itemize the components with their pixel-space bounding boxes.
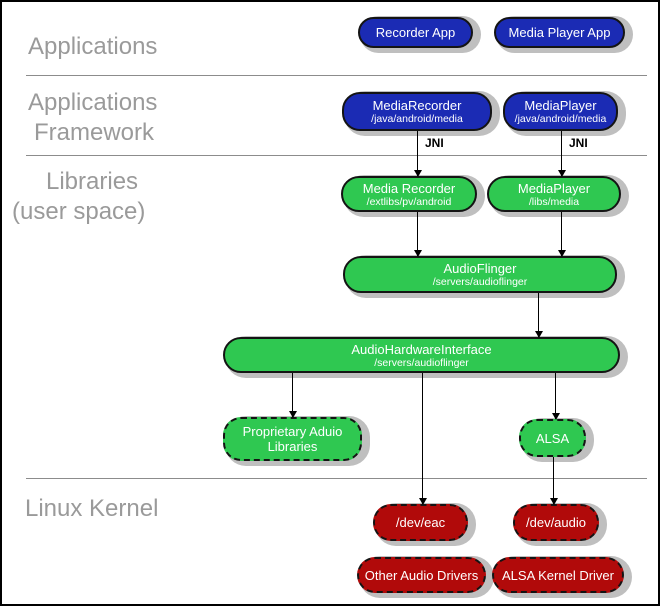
node-recorder-app: Recorder App — [358, 17, 473, 48]
arrow-mediaplayer-jni — [557, 131, 566, 177]
jni-label-right: JNI — [569, 136, 588, 150]
node-proprietary-audio-libraries: Proprietary Aduio Libraries — [223, 417, 362, 461]
node-title: /dev/eac — [395, 515, 446, 530]
node-title: Media Recorder — [362, 180, 456, 196]
node-title: Media Player App — [508, 25, 611, 40]
divider-framework-libraries — [26, 155, 647, 156]
layer-label-text: (user space) — [12, 198, 146, 225]
arrow-audioflinger-to-ahi — [534, 293, 543, 338]
node-title: Other Audio Drivers — [364, 567, 479, 583]
node-subtitle: /java/android/media — [371, 113, 463, 125]
layer-label-libraries: Libraries (user space) — [12, 167, 145, 227]
node-media-recorder-lib: Media Recorder /extlibs/pv/android — [341, 176, 477, 212]
layer-label-text: Linux Kernel — [25, 495, 159, 522]
arrow-ahi-to-dev-eac — [418, 373, 427, 505]
node-title: MediaRecorder — [372, 98, 462, 113]
node-other-audio-drivers: Other Audio Drivers — [357, 557, 486, 593]
node-title: MediaPlayer — [517, 180, 591, 196]
arrow-ahi-to-alsa — [551, 373, 560, 420]
node-subtitle: /java/android/media — [514, 113, 607, 125]
node-title: /dev/audio — [526, 515, 586, 530]
node-mediaplayer-framework: MediaPlayer /java/android/media — [503, 92, 618, 131]
node-subtitle: /servers/audioflinger — [432, 276, 528, 288]
node-mediaplayer-lib: MediaPlayer /libs/media — [487, 176, 621, 212]
node-dev-eac: /dev/eac — [373, 504, 468, 541]
divider-libraries-kernel — [26, 478, 647, 479]
layer-label-text: Applications — [28, 89, 158, 116]
jni-label-left: JNI — [425, 136, 444, 150]
node-title: MediaPlayer — [524, 98, 597, 113]
layer-label-applications-framework: Applications Framework — [28, 88, 157, 148]
node-title: AudioFlinger — [443, 261, 517, 276]
layer-label-text: Libraries — [46, 168, 139, 195]
arrow-mediaplayer-to-audioflinger — [557, 212, 566, 257]
node-subtitle: /extlibs/pv/android — [366, 195, 452, 208]
node-dev-audio: /dev/audio — [513, 504, 599, 541]
node-title: ALSA Kernel Driver — [502, 567, 614, 583]
node-title: ALSA — [535, 430, 570, 446]
arrow-mediarecorder-to-audioflinger — [413, 212, 422, 257]
node-audio-hardware-interface: AudioHardwareInterface /servers/audiofli… — [223, 337, 620, 373]
node-mediarecorder-framework: MediaRecorder /java/android/media — [342, 92, 492, 131]
node-subtitle: /servers/audioflinger — [374, 356, 469, 369]
arrow-mediarecorder-jni — [413, 131, 422, 177]
arrow-alsa-to-dev-audio — [549, 457, 558, 505]
node-subtitle: /libs/media — [528, 195, 580, 208]
node-title: AudioHardwareInterface — [351, 341, 492, 357]
arrow-ahi-to-proprietary — [288, 373, 297, 418]
node-title: Proprietary Aduio Libraries — [242, 424, 343, 454]
layer-label-text: Applications — [28, 33, 158, 60]
node-audioflinger: AudioFlinger /servers/audioflinger — [343, 256, 617, 293]
layer-label-text: Framework — [34, 119, 155, 146]
layer-label-applications: Applications — [28, 32, 157, 62]
node-media-player-app: Media Player App — [494, 17, 625, 48]
layer-label-linux-kernel: Linux Kernel — [25, 494, 158, 524]
node-title: Recorder App — [375, 25, 456, 40]
node-alsa-kernel-driver: ALSA Kernel Driver — [492, 557, 624, 593]
divider-applications-framework — [26, 75, 647, 76]
node-alsa: ALSA — [519, 419, 586, 457]
